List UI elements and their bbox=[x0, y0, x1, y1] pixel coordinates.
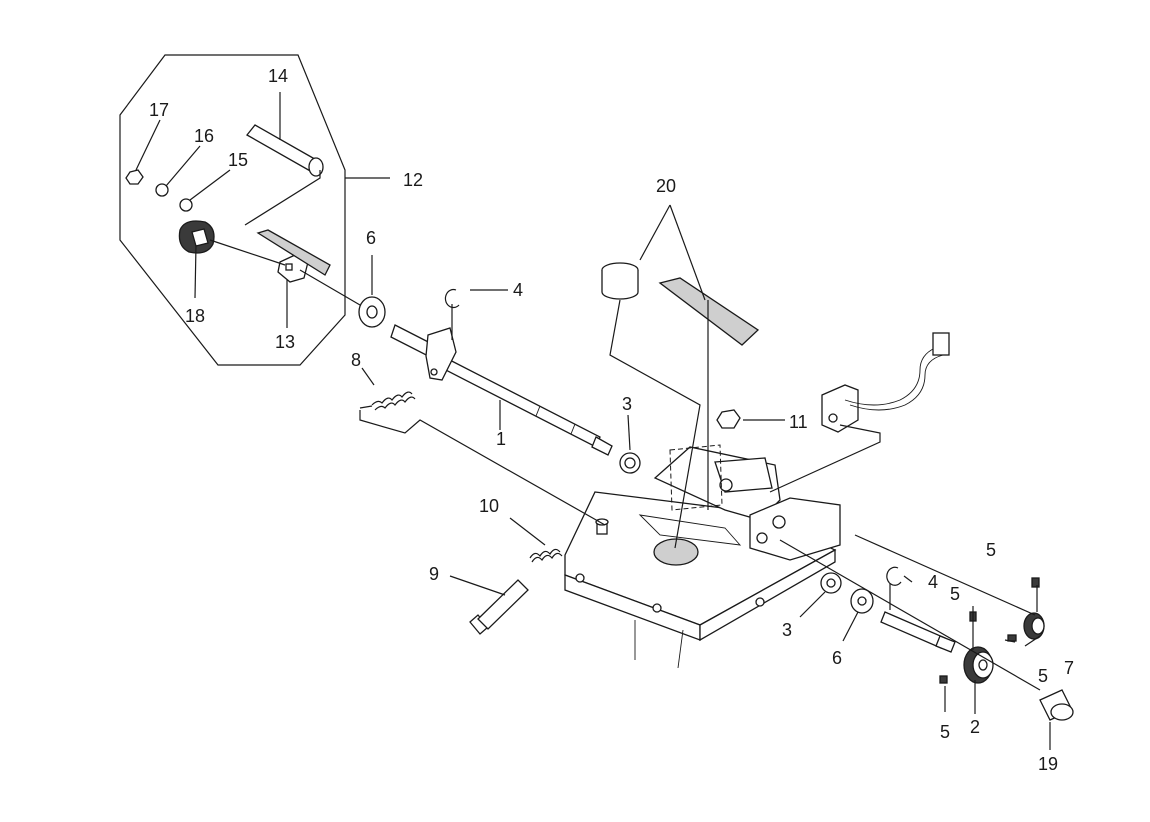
washer-6-right bbox=[850, 588, 874, 614]
callout-8: 8 bbox=[351, 350, 361, 370]
leader-lines bbox=[135, 92, 1051, 750]
set-screw-5d bbox=[939, 675, 948, 684]
handle-sleeve-14 bbox=[246, 124, 324, 177]
bushing-20 bbox=[601, 262, 639, 300]
callout-5-bottom: 5 bbox=[940, 722, 950, 742]
callout-6-left: 6 bbox=[366, 228, 376, 248]
callout-2: 2 bbox=[970, 717, 980, 737]
base-pin bbox=[595, 518, 609, 535]
collar-3-right bbox=[820, 572, 842, 594]
spring-10 bbox=[529, 548, 563, 563]
gear-2 bbox=[963, 646, 994, 684]
callout-10: 10 bbox=[479, 496, 499, 516]
nut-17 bbox=[125, 169, 144, 185]
callout-5-gear: 5 bbox=[950, 584, 960, 604]
callout-1: 1 bbox=[496, 429, 506, 449]
collar-3-center bbox=[619, 452, 641, 474]
callout-16: 16 bbox=[194, 126, 214, 146]
callout-19: 19 bbox=[1038, 754, 1058, 774]
washer-16 bbox=[155, 183, 169, 197]
callout-3-right: 3 bbox=[782, 620, 792, 640]
callout-6-right: 6 bbox=[832, 648, 842, 668]
subassembly-detail-frame bbox=[119, 54, 346, 366]
callout-7: 7 bbox=[1064, 658, 1074, 678]
lever-rod bbox=[256, 229, 331, 276]
gear-7 bbox=[1023, 612, 1045, 640]
set-screw-5c bbox=[1007, 634, 1017, 642]
callout-13: 13 bbox=[275, 332, 295, 352]
torsion-spring bbox=[359, 391, 416, 411]
cap-19 bbox=[1039, 689, 1074, 721]
callout-4-right: 4 bbox=[928, 572, 938, 592]
short-shaft bbox=[880, 611, 956, 653]
strip-20 bbox=[658, 277, 760, 346]
callout-4-top: 4 bbox=[513, 280, 523, 300]
callout-9: 9 bbox=[429, 564, 439, 584]
callout-14: 14 bbox=[268, 66, 288, 86]
set-screw-5a bbox=[1031, 577, 1040, 588]
callout-5-top-right: 5 bbox=[986, 540, 996, 560]
callout-20: 20 bbox=[656, 176, 676, 196]
e-ring-4-right bbox=[886, 566, 902, 586]
washer-15 bbox=[179, 198, 193, 212]
callout-3-center: 3 bbox=[622, 394, 632, 414]
e-ring-4-top bbox=[444, 288, 460, 309]
main-shaft bbox=[390, 324, 613, 456]
bolt-9 bbox=[469, 579, 529, 635]
upright-bracket bbox=[653, 444, 841, 561]
callout-17: 17 bbox=[149, 100, 169, 120]
callout-12: 12 bbox=[403, 170, 423, 190]
callout-15: 15 bbox=[228, 150, 248, 170]
callout-labels: 1 2 3 3 4 4 5 5 5 5 6 6 7 8 9 10 11 12 1… bbox=[149, 66, 1074, 774]
knob-18 bbox=[178, 220, 215, 254]
washer-6-left bbox=[358, 296, 386, 328]
nut-11 bbox=[716, 409, 741, 429]
callout-11: 11 bbox=[789, 412, 808, 432]
callout-5-mid-right: 5 bbox=[1038, 666, 1048, 686]
sensor-assembly bbox=[821, 332, 950, 433]
callout-18: 18 bbox=[185, 306, 205, 326]
